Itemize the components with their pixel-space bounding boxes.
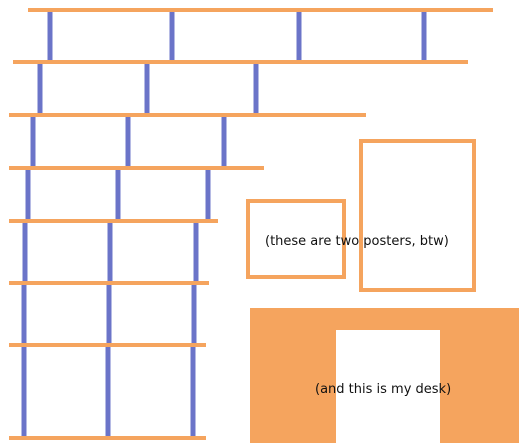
desk: (and this is my desk) — [250, 308, 519, 443]
desk-caption: (and this is my desk) — [315, 382, 451, 397]
desk-opening — [336, 330, 440, 443]
poster-large — [359, 139, 476, 292]
poster-small — [246, 199, 346, 279]
bookshelf-posts — [21, 10, 427, 438]
posters: (these are two posters, btw) — [246, 139, 476, 292]
bookshelf-shelves — [9, 8, 493, 440]
posters-caption: (these are two posters, btw) — [265, 234, 449, 249]
